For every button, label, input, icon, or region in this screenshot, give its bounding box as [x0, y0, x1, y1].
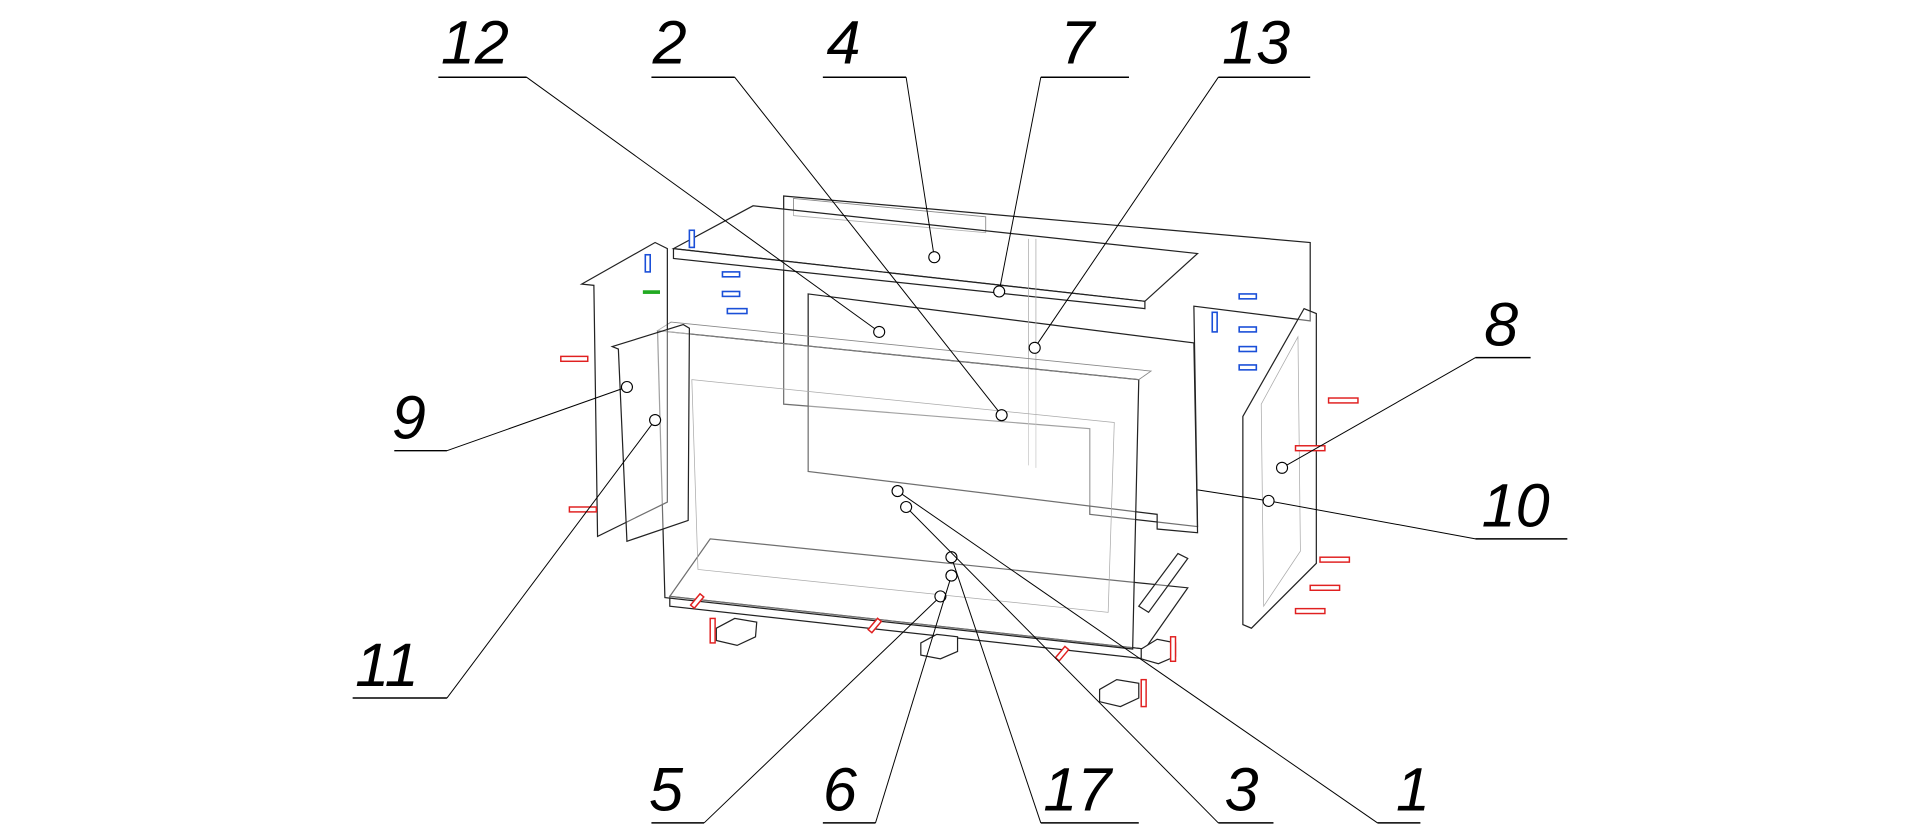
- adjustable-foot: [920, 633, 959, 660]
- callout-5: 5: [649, 590, 947, 824]
- callout-label: 8: [1484, 290, 1518, 358]
- cabinet-parts: [560, 195, 1359, 708]
- callout-label: 11: [355, 631, 419, 699]
- adjustable-foot: [715, 617, 758, 647]
- callout-label: 13: [1222, 9, 1290, 77]
- callout-label: 9: [392, 383, 426, 451]
- right-panel-inner: [1260, 335, 1301, 608]
- callout-8: 8: [1275, 290, 1531, 474]
- callout-label: 3: [1224, 756, 1258, 824]
- callout-label: 4: [827, 9, 861, 77]
- callout-9: 9: [392, 380, 633, 451]
- plinth-rail: [1137, 552, 1189, 614]
- callout-1: 1: [891, 485, 1430, 824]
- callout-2: 2: [651, 9, 1008, 422]
- fittings: [642, 229, 1258, 371]
- callout-4: 4: [822, 9, 941, 264]
- adjustable-foot: [1098, 679, 1140, 708]
- hidden-outline: [691, 379, 1115, 613]
- callout-label: 12: [441, 9, 509, 77]
- callout-12: 12: [438, 9, 886, 338]
- callout-label: 17: [1043, 756, 1113, 824]
- front-panel-edge: [656, 321, 1153, 381]
- callout-label: 1: [1396, 756, 1430, 824]
- callout-label: 6: [823, 756, 858, 824]
- left-inner-panel: [610, 323, 691, 543]
- callout-label: 5: [649, 756, 684, 824]
- callout-7: 7: [993, 9, 1129, 298]
- callout-10: 10: [1197, 472, 1568, 540]
- top-panel-edge: [672, 247, 1146, 310]
- dowels: [560, 355, 1359, 708]
- callout-label: 2: [652, 9, 687, 77]
- callout-6: 6: [823, 569, 958, 824]
- cam-lock: [642, 290, 660, 294]
- callout-17: 17: [945, 551, 1139, 824]
- callout-label: 10: [1482, 472, 1550, 540]
- callout-3: 3: [900, 500, 1274, 824]
- callout-label: 7: [1060, 9, 1096, 77]
- callout-11: 11: [352, 414, 662, 699]
- callout-13: 13: [1028, 9, 1311, 354]
